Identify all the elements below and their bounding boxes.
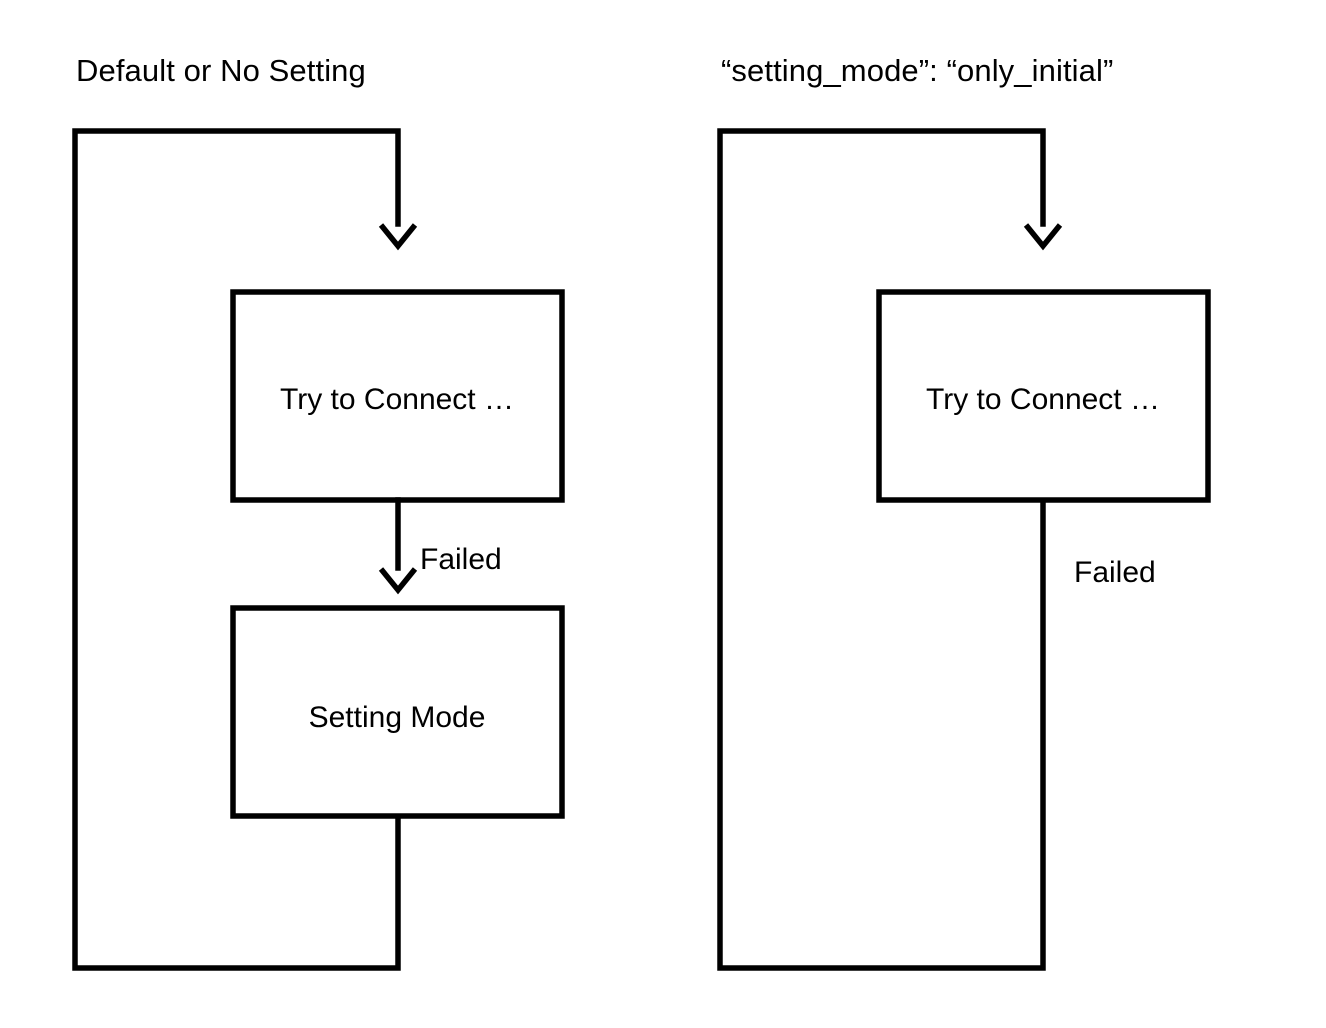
left-node-setting-mode-label: Setting Mode xyxy=(309,701,486,734)
left-loop-path xyxy=(72,128,401,971)
right-node-try-to-connect-label: Try to Connect … xyxy=(926,383,1160,416)
right-loop-arrowhead-icon xyxy=(1023,223,1063,251)
panel-default-or-no-setting: Default or No Setting Try to Connect … F… xyxy=(72,53,565,971)
left-node-setting-mode xyxy=(230,605,565,819)
left-edge-failed-label: Failed xyxy=(420,543,502,576)
left-loop-arrowhead-icon xyxy=(378,223,418,251)
left-node-try-to-connect xyxy=(230,289,565,503)
left-edge-arrowhead-icon xyxy=(378,567,418,595)
right-edge-failed-label: Failed xyxy=(1074,556,1156,589)
panel-only-initial: “setting_mode”: “only_initial” Try to Co… xyxy=(717,53,1211,971)
left-node-try-to-connect-label: Try to Connect … xyxy=(280,383,514,416)
right-node-try-to-connect xyxy=(876,289,1211,503)
left-panel-title: Default or No Setting xyxy=(76,53,366,88)
right-loop-path xyxy=(717,128,1046,971)
right-panel-title: “setting_mode”: “only_initial” xyxy=(721,53,1113,88)
